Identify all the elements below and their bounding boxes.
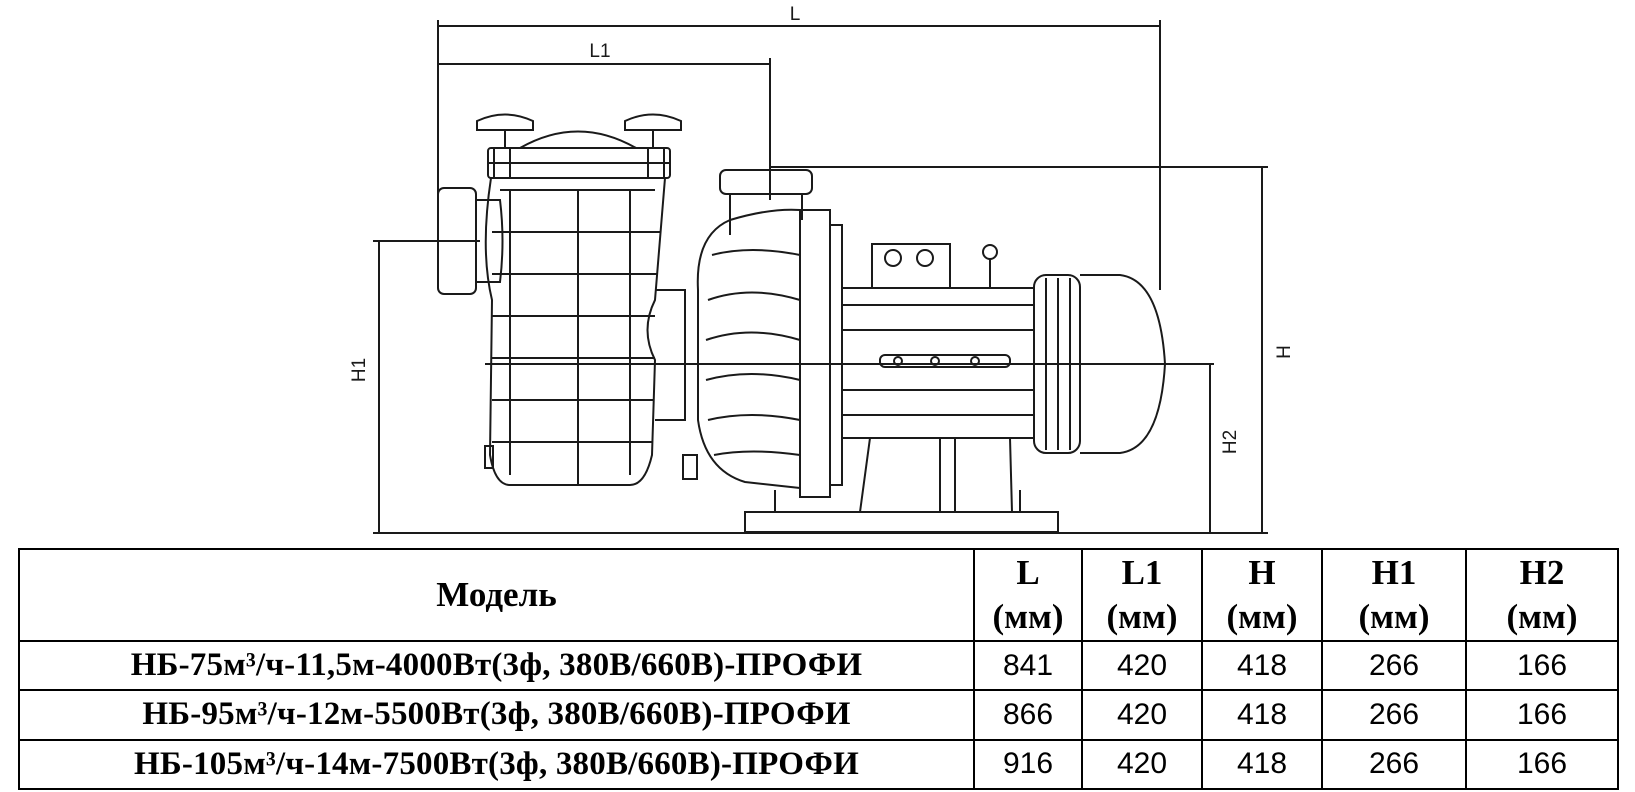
table-row: НБ-75м³/ч-11,5м-4000Вт(3ф, 380В/660В)-ПР… bbox=[18, 639, 1619, 692]
outlet-pipe bbox=[719, 169, 813, 235]
dimension-line-h bbox=[770, 166, 1268, 533]
pump-housing bbox=[696, 208, 801, 490]
value-h: 418 bbox=[1201, 689, 1323, 741]
value-l: 916 bbox=[973, 738, 1083, 791]
dimensions-table: Модель L(мм) L1(мм) H(мм) H1(мм) H2(мм) … bbox=[18, 548, 1619, 791]
pump-base bbox=[744, 437, 1059, 533]
lid-handles bbox=[476, 113, 682, 149]
header-l1: L1(мм) bbox=[1081, 548, 1203, 642]
value-h2: 166 bbox=[1465, 738, 1619, 791]
value-h1: 266 bbox=[1321, 689, 1467, 741]
value-l1: 420 bbox=[1081, 738, 1203, 791]
value-l: 841 bbox=[973, 639, 1083, 692]
value-h: 418 bbox=[1201, 738, 1323, 791]
dimension-label-h: H bbox=[1274, 345, 1295, 359]
pump-dimension-drawing: L L1 H H1 H2 bbox=[349, 4, 1295, 534]
header-h1: H1(мм) bbox=[1321, 548, 1467, 642]
header-l: L(мм) bbox=[973, 548, 1083, 642]
dimension-label-l: L bbox=[790, 4, 801, 25]
dimension-line-h2 bbox=[485, 363, 1214, 533]
model-cell: НБ-95м³/ч-12м-5500Вт(3ф, 380В/660В)-ПРОФ… bbox=[18, 689, 975, 741]
dimension-line-l1 bbox=[438, 58, 771, 200]
value-l1: 420 bbox=[1081, 689, 1203, 741]
value-h: 418 bbox=[1201, 639, 1323, 692]
model-cell: НБ-105м³/ч-14м-7500Вт(3ф, 380В/660В)-ПРО… bbox=[18, 738, 975, 791]
pump-flange bbox=[799, 209, 831, 498]
dimension-label-h2: H2 bbox=[1220, 430, 1241, 454]
motor-fan-cover bbox=[1033, 274, 1167, 454]
strainer-basket bbox=[484, 177, 667, 486]
header-model: Модель bbox=[18, 548, 975, 642]
header-h2: H2(мм) bbox=[1465, 548, 1619, 642]
value-h1: 266 bbox=[1321, 639, 1467, 692]
header-h: H(мм) bbox=[1201, 548, 1323, 642]
table-row: НБ-95м³/ч-12м-5500Вт(3ф, 380В/660В)-ПРОФ… bbox=[18, 689, 1619, 741]
model-cell: НБ-75м³/ч-11,5м-4000Вт(3ф, 380В/660В)-ПР… bbox=[18, 639, 975, 692]
table-row: НБ-105м³/ч-14м-7500Вт(3ф, 380В/660В)-ПРО… bbox=[18, 738, 1619, 791]
value-h2: 166 bbox=[1465, 689, 1619, 741]
table-header-row: Модель L(мм) L1(мм) H(мм) H1(мм) H2(мм) bbox=[18, 548, 1619, 642]
dimension-label-l1: L1 bbox=[589, 41, 610, 62]
value-l: 866 bbox=[973, 689, 1083, 741]
dimension-line-h1 bbox=[373, 240, 480, 533]
dimension-label-h1: H1 bbox=[349, 358, 370, 382]
value-l1: 420 bbox=[1081, 639, 1203, 692]
inlet-pipe bbox=[437, 187, 504, 295]
dimension-line-l bbox=[437, 20, 1161, 290]
pump-illustration bbox=[437, 113, 1167, 533]
terminal-box bbox=[871, 243, 998, 289]
value-h2: 166 bbox=[1465, 639, 1619, 692]
value-h1: 266 bbox=[1321, 738, 1467, 791]
